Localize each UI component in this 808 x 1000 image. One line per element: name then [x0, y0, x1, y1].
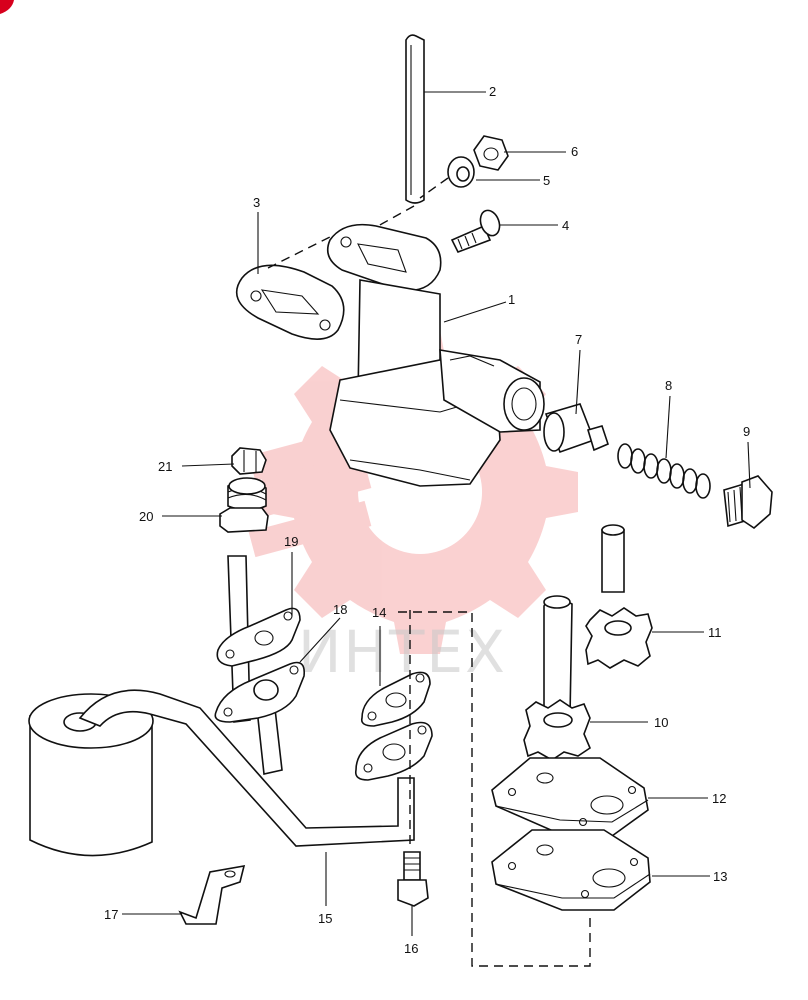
- callout-14: 14: [372, 605, 386, 620]
- callout-20: 20: [139, 509, 153, 524]
- part-1-pump-body: [326, 223, 545, 487]
- part-4-bolt: [450, 209, 501, 254]
- part-16-bolt: [397, 851, 429, 907]
- callout-18: 18: [333, 602, 347, 617]
- callout-9: 9: [743, 424, 750, 439]
- callout-16: 16: [404, 941, 418, 956]
- callout-12: 12: [712, 791, 726, 806]
- watermark-text: ИНТЕХ: [298, 618, 507, 686]
- dash-line-3: [267, 235, 333, 269]
- callout-7: 7: [575, 332, 582, 347]
- part-9-plug: [723, 475, 773, 530]
- callout-17: 17: [104, 907, 118, 922]
- part-8-spring: [617, 443, 711, 499]
- dash-frame: [398, 611, 591, 967]
- callout-13: 13: [713, 869, 727, 884]
- callout-6: 6: [571, 144, 578, 159]
- callout-19: 19: [284, 534, 298, 549]
- callout-10: 10: [654, 715, 668, 730]
- callout-8: 8: [665, 378, 672, 393]
- part-19-flange: [216, 607, 301, 667]
- part-14-gasket-upper: [360, 671, 431, 727]
- part-10-shaft-gear: [523, 595, 591, 761]
- part-7-piston: [543, 403, 609, 454]
- part-18-flange: [214, 661, 306, 723]
- callout-1: 1: [508, 292, 515, 307]
- part-17-bracket: [178, 864, 246, 925]
- part-6-nut: [473, 135, 509, 171]
- callout-5: 5: [543, 173, 550, 188]
- part-11-pin: [601, 524, 625, 593]
- corner-mark: [0, 0, 14, 14]
- part-20-fitting: [219, 477, 269, 533]
- callout-labels: 1 2 3 4 5 6 7 8 9 10 11 12 13 14 15 16 1…: [104, 84, 750, 956]
- callout-2: 2: [489, 84, 496, 99]
- callout-21: 21: [158, 459, 172, 474]
- callout-11: 11: [708, 625, 722, 640]
- part-3-gasket: [235, 264, 345, 340]
- part-5-washer: [447, 156, 475, 188]
- part-14-gasket-lower: [354, 721, 433, 781]
- dash-line-5: [419, 177, 449, 199]
- part-2-tube: [405, 34, 425, 204]
- part-12-plate: [491, 757, 649, 837]
- part-13-plate: [491, 829, 651, 911]
- callout-3: 3: [253, 195, 260, 210]
- callout-4: 4: [562, 218, 569, 233]
- dash-line-2: [377, 205, 415, 227]
- leader-lines: [122, 91, 751, 936]
- part-15-strainer-pipe: [28, 555, 415, 857]
- part-11-gear: [585, 607, 653, 669]
- part-21-cap: [231, 447, 267, 475]
- callout-15: 15: [318, 911, 332, 926]
